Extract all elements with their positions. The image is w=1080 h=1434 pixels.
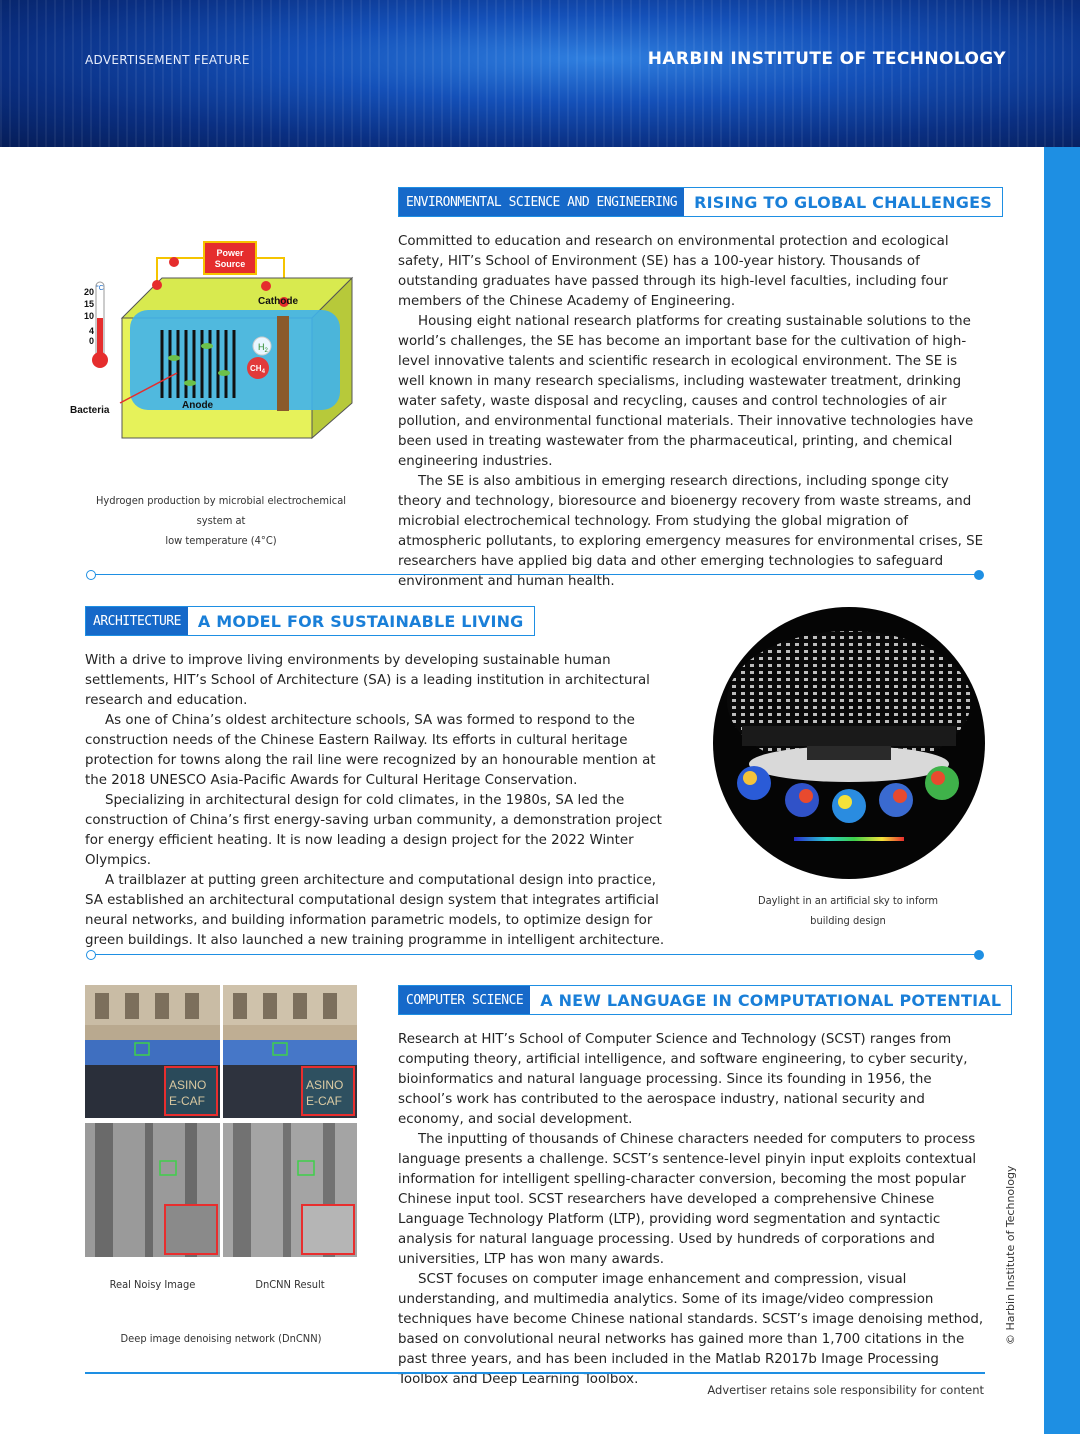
- caption-line: low temperature (4°C): [165, 534, 277, 547]
- section-header-computer-science: COMPUTER SCIENCE A NEW LANGUAGE IN COMPU…: [398, 985, 1013, 1015]
- section-tag: ARCHITECTURE: [86, 607, 188, 635]
- paragraph: With a drive to improve living environme…: [85, 653, 650, 708]
- inset-sign-text: ASINO: [169, 1078, 206, 1092]
- anode-label: Anode: [182, 400, 214, 411]
- inset-sign-text: E-CAF: [169, 1094, 205, 1108]
- advertisement-feature-label: ADVERTISEMENT FEATURE: [85, 53, 250, 67]
- microbial-electrochemical-diagram: Power Source H2 CH4 Cathode Anode Bacter…: [70, 241, 354, 440]
- denoised-gray-image: [223, 1123, 357, 1257]
- environment-body-text: Committed to education and research on e…: [398, 232, 988, 592]
- section-title: A NEW LANGUAGE IN COMPUTATIONAL POTENTIA…: [530, 986, 1012, 1014]
- cathode-label: Cathode: [258, 296, 298, 307]
- computer-science-body-text: Research at HIT’s School of Computer Sci…: [398, 1030, 988, 1390]
- side-accent-bar: [1044, 147, 1080, 1434]
- architecture-body-text: With a drive to improve living environme…: [85, 651, 677, 951]
- paragraph: Committed to education and research on e…: [398, 234, 949, 309]
- denoised-color-image: ASINO E-CAF: [223, 985, 357, 1118]
- copyright-note: © Harbin Institute of Technology: [1004, 1165, 1017, 1345]
- footer-disclaimer: Advertiser retains sole responsibility f…: [707, 1383, 984, 1397]
- caption-line: Hydrogen production by microbial electro…: [95, 494, 347, 527]
- thermometer-tick: 4: [89, 326, 94, 336]
- artificial-sky-photo: [713, 607, 985, 879]
- section-tag: COMPUTER SCIENCE: [399, 986, 531, 1014]
- section-title: A MODEL FOR SUSTAINABLE LIVING: [187, 607, 534, 635]
- header-banner: ADVERTISEMENT FEATURE HARBIN INSTITUTE O…: [0, 0, 1080, 147]
- noisy-gray-image: [85, 1123, 220, 1257]
- h2-label: H2: [258, 342, 269, 354]
- paragraph: Housing eight national research platform…: [398, 314, 974, 469]
- noisy-color-image: ASINO E-CAF: [85, 985, 220, 1118]
- section-header-architecture: ARCHITECTURE A MODEL FOR SUSTAINABLE LIV…: [85, 606, 535, 636]
- footer-rule: [85, 1372, 985, 1374]
- caption-line: building design: [810, 914, 886, 927]
- section-title: RISING TO GLOBAL CHALLENGES: [684, 188, 1002, 216]
- inset-sign-text: ASINO: [306, 1078, 343, 1092]
- power-source-label: Power: [216, 248, 244, 258]
- institution-name: HARBIN INSTITUTE OF TECHNOLOGY: [647, 49, 1006, 69]
- caption-line: Daylight in an artificial sky to inform: [757, 894, 939, 907]
- section-divider: [86, 570, 984, 580]
- paragraph: A trailblazer at putting green architect…: [85, 873, 665, 948]
- environment-figure-caption: Hydrogen production by microbial electro…: [85, 491, 357, 551]
- thermometer-unit: °C: [96, 284, 104, 292]
- bacteria-label: Bacteria: [70, 405, 110, 416]
- inset-sign-text: E-CAF: [306, 1094, 342, 1108]
- thermometer-tick: 0: [89, 336, 94, 346]
- section-tag: ENVIRONMENTAL SCIENCE AND ENGINEERING: [399, 188, 685, 216]
- thermometer-tick: 10: [84, 311, 94, 321]
- paragraph: The inputting of thousands of Chinese ch…: [398, 1132, 977, 1267]
- thermometer-tick: 15: [84, 299, 94, 309]
- power-source-label: Source: [215, 259, 246, 269]
- architecture-figure-caption: Daylight in an artificial sky to inform …: [740, 891, 956, 931]
- image-label-dncnn: DnCNN Result: [255, 1278, 325, 1291]
- paragraph: As one of China’s oldest architecture sc…: [85, 713, 656, 788]
- paragraph: SCST focuses on computer image enhanceme…: [398, 1272, 984, 1387]
- section-header-environment: ENVIRONMENTAL SCIENCE AND ENGINEERING RI…: [398, 187, 1003, 217]
- paragraph: The SE is also ambitious in emerging res…: [398, 474, 984, 589]
- image-label-noisy: Real Noisy Image: [109, 1278, 196, 1291]
- thermometer-tick: 20: [84, 287, 94, 297]
- ch4-label: CH4: [250, 364, 266, 375]
- section-divider: [86, 950, 984, 960]
- paragraph: Research at HIT’s School of Computer Sci…: [398, 1032, 968, 1127]
- computer-science-figure-caption: Deep image denoising network (DnCNN): [120, 1332, 322, 1345]
- paragraph: Specializing in architectural design for…: [85, 793, 662, 868]
